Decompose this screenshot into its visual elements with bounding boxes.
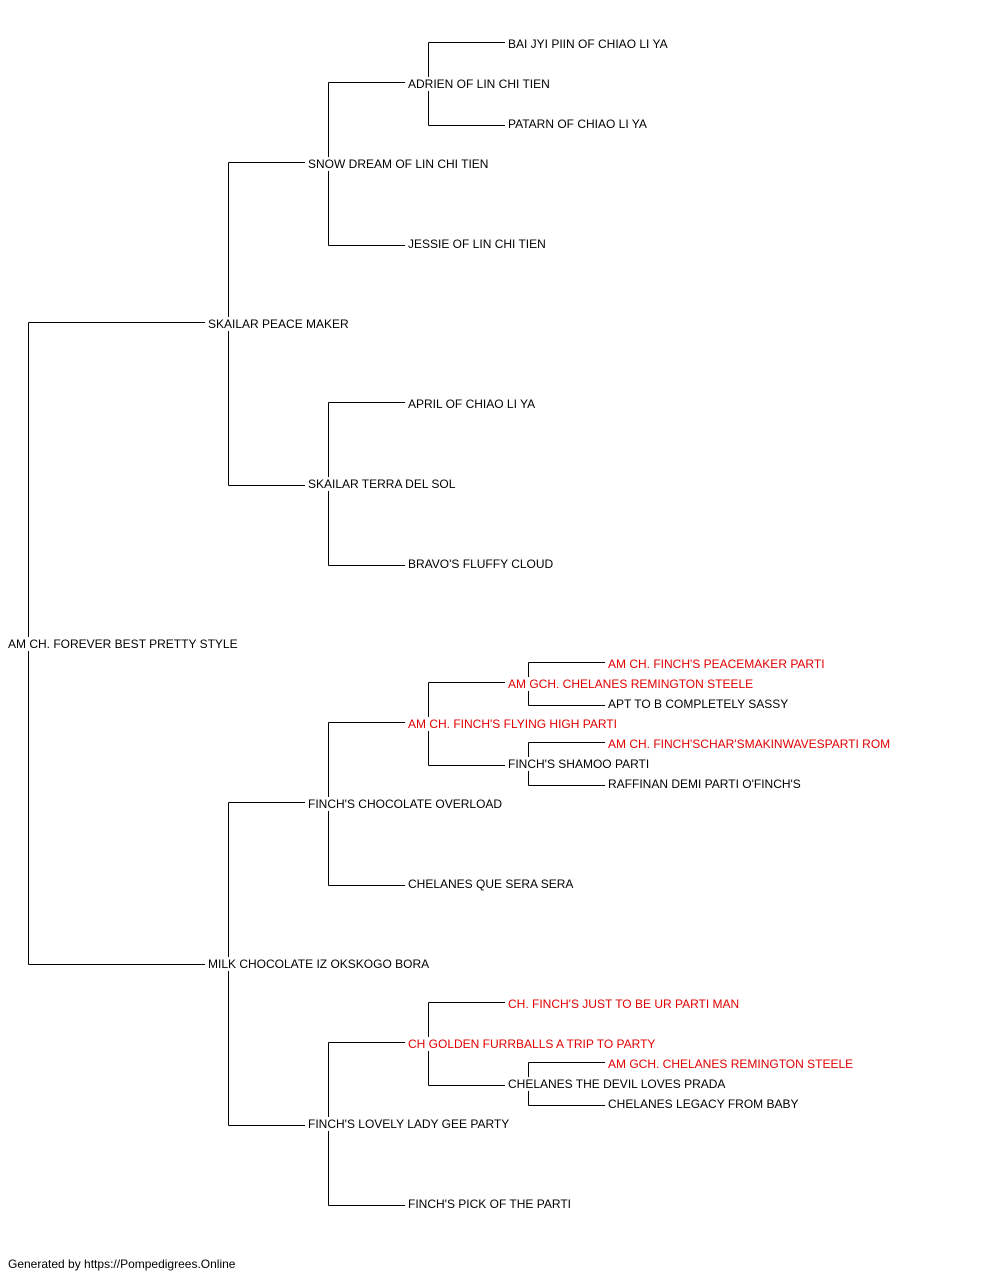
dds-sire: CH. FINCH'S JUST TO BE UR PARTI MAN xyxy=(508,997,742,1011)
sd-dam: BRAVO'S FLUFFY CLOUD xyxy=(408,557,556,571)
ddsd-sire: AM GCH. CHELANES REMINGTON STEELE xyxy=(608,1057,856,1071)
dd-dam: FINCH'S PICK OF THE PARTI xyxy=(408,1197,573,1211)
dsss-dam: APT TO B COMPLETELY SASSY xyxy=(608,697,791,711)
generated-by-footer: Generated by https://Pompedigrees.Online xyxy=(8,1257,236,1271)
sire-sire: SNOW DREAM OF LIN CHI TIEN xyxy=(308,157,491,171)
sire-dam: SKAILAR TERRA DEL SOL xyxy=(308,477,458,491)
dds-dam: CHELANES THE DEVIL LOVES PRADA xyxy=(508,1077,728,1091)
dam-dam: FINCH'S LOVELY LADY GEE PARTY xyxy=(308,1117,512,1131)
dssd-dam: RAFFINAN DEMI PARTI O'FINCH'S xyxy=(608,777,803,791)
dd-sire: CH GOLDEN FURRBALLS A TRIP TO PARTY xyxy=(408,1037,658,1051)
subject-dog: AM CH. FOREVER BEST PRETTY STYLE xyxy=(8,637,240,651)
dam-sire: FINCH'S CHOCOLATE OVERLOAD xyxy=(308,797,505,811)
sire: SKAILAR PEACE MAKER xyxy=(208,317,351,331)
dss-sire: AM GCH. CHELANES REMINGTON STEELE xyxy=(508,677,756,691)
ddsd-dam: CHELANES LEGACY FROM BABY xyxy=(608,1097,801,1111)
sd-sire: APRIL OF CHIAO LI YA xyxy=(408,397,538,411)
dss-dam: FINCH'S SHAMOO PARTI xyxy=(508,757,652,771)
ss-sire: ADRIEN OF LIN CHI TIEN xyxy=(408,77,552,91)
ds-dam: CHELANES QUE SERA SERA xyxy=(408,877,576,891)
dssd-sire: AM CH. FINCH'SCHAR'SMAKINWAVESPARTI ROM xyxy=(608,737,893,751)
ds-sire: AM CH. FINCH'S FLYING HIGH PARTI xyxy=(408,717,619,731)
dsss-sire: AM CH. FINCH'S PEACEMAKER PARTI xyxy=(608,657,827,671)
sss-dam: PATARN OF CHIAO LI YA xyxy=(508,117,649,131)
ss-dam: JESSIE OF LIN CHI TIEN xyxy=(408,237,548,251)
dam: MILK CHOCOLATE IZ OKSKOGO BORA xyxy=(208,957,432,971)
sss-sire: BAI JYI PIIN OF CHIAO LI YA xyxy=(508,37,670,51)
